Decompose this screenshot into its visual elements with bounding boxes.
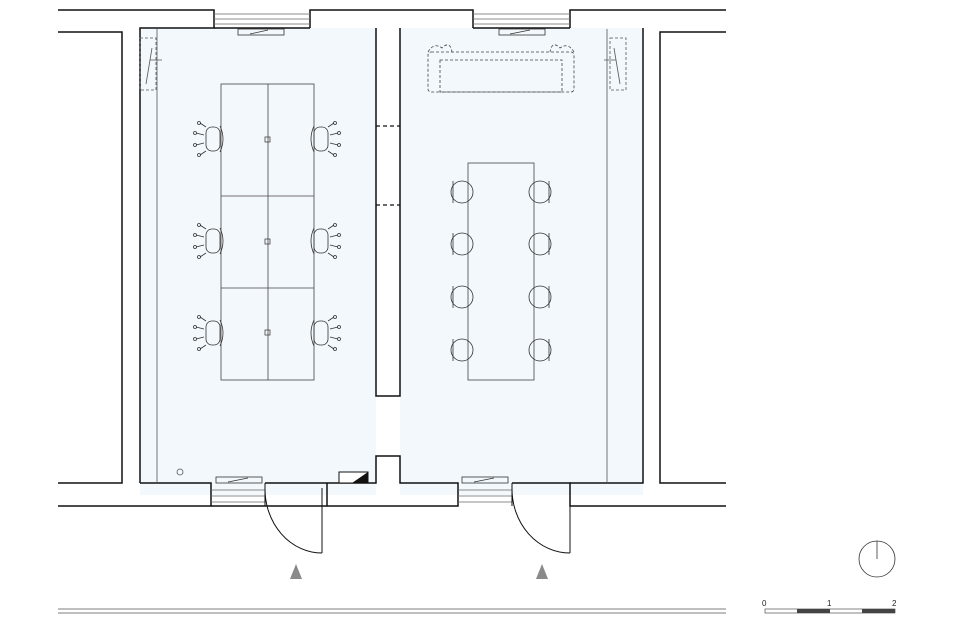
meeting-chair <box>450 338 474 362</box>
meeting-chair <box>528 338 552 362</box>
sofa <box>427 44 575 93</box>
office-chair <box>310 223 341 259</box>
office-chair <box>310 121 341 157</box>
meeting-chair <box>450 285 474 309</box>
scale-bar <box>764 608 896 614</box>
desks <box>220 83 315 381</box>
meeting-chair <box>450 180 474 204</box>
office-chair <box>193 223 224 259</box>
meeting-chair <box>528 232 552 256</box>
entry-arrow-icon <box>536 564 548 579</box>
floor-right-room <box>400 28 643 495</box>
electrical-panel-fill <box>352 472 368 483</box>
meeting-table <box>467 162 535 381</box>
scale-label-1: 1 <box>827 599 832 608</box>
door-right <box>511 483 571 554</box>
meeting-chair <box>528 285 552 309</box>
office-chairs <box>193 121 341 351</box>
floor-left-room <box>140 28 376 495</box>
meeting-chair <box>450 232 474 256</box>
office-chair <box>193 121 224 157</box>
meeting-chair <box>528 180 552 204</box>
windows <box>211 13 570 503</box>
scale-label-0: 0 <box>762 599 767 608</box>
office-chair <box>193 315 224 351</box>
entry-arrow-icon <box>290 564 302 579</box>
office-chair <box>310 315 341 351</box>
north-arrow-icon <box>858 540 896 578</box>
wall-openings <box>376 125 400 206</box>
meeting-chairs <box>450 180 552 362</box>
side-lines <box>139 29 627 483</box>
radiators <box>215 28 546 484</box>
scale-label-2: 2 <box>892 599 897 608</box>
ground-line <box>58 608 726 614</box>
door-left <box>264 483 323 554</box>
